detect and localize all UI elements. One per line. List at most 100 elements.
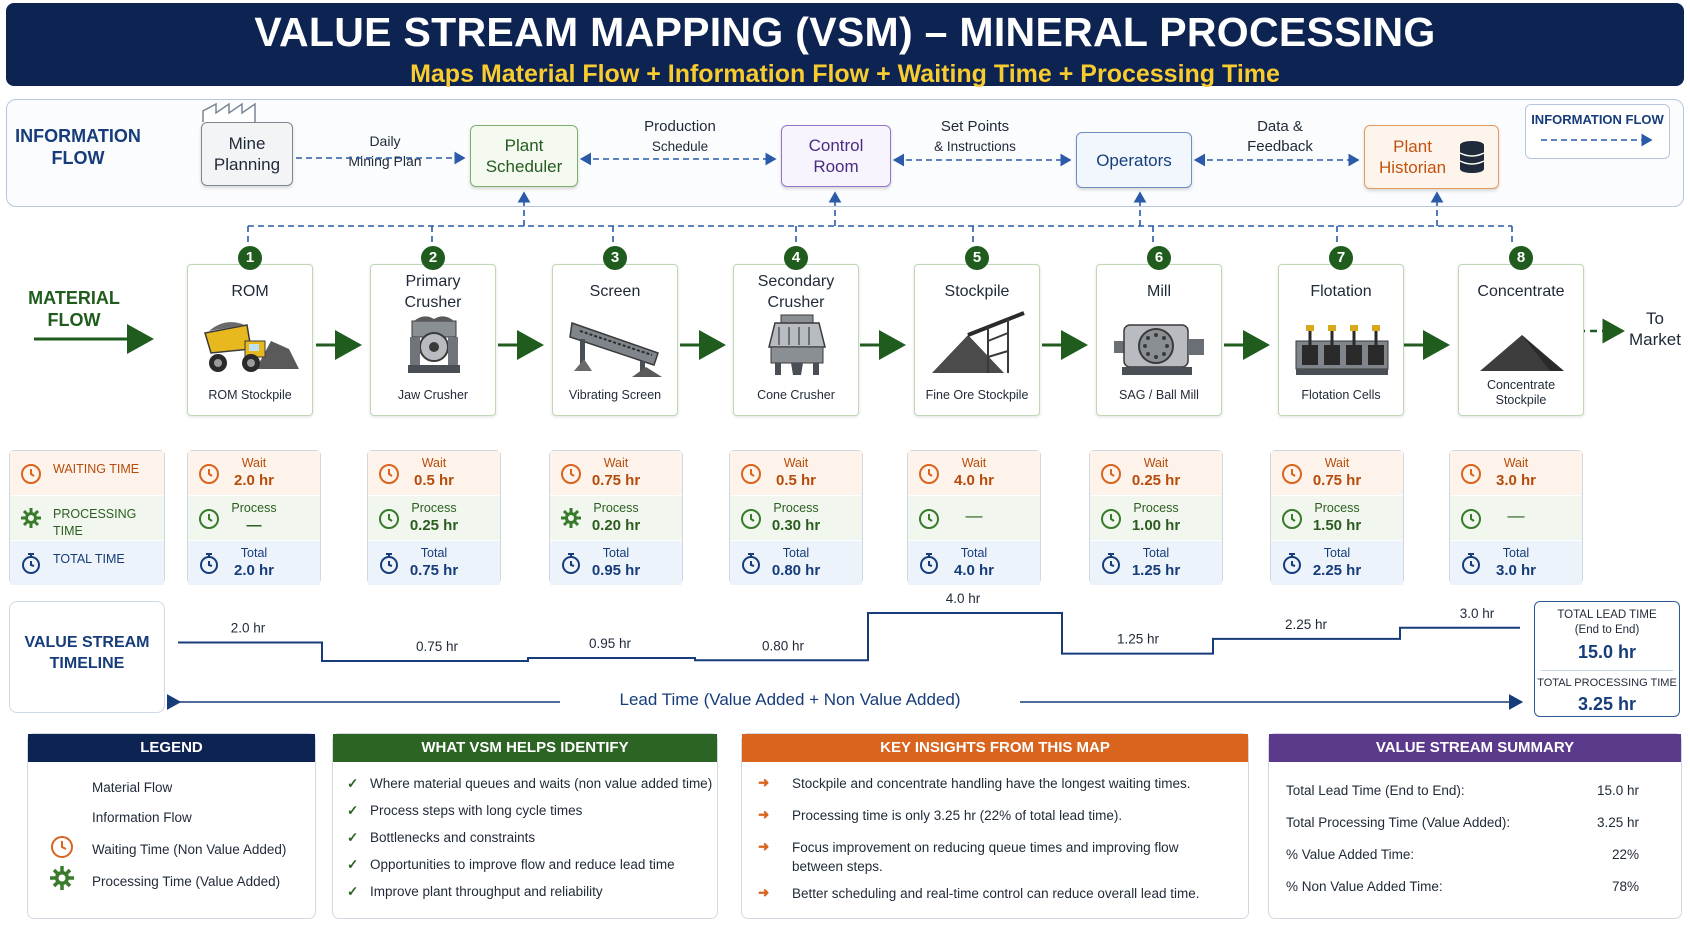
total-cell-label: Total [420,546,448,560]
gear-icon [21,508,41,528]
factory-roof-icon [202,102,256,122]
wait-cell-label: Wait [241,456,267,470]
summary-key: % Non Value Added Time: [1286,879,1443,894]
flotation-cells-icon [1295,325,1389,375]
stockpile-conveyor-icon [932,311,1025,373]
total-cell-value: 2.0 hr [233,562,275,579]
plant-scheduler-line1: Plant [504,136,544,155]
stopwatch-icon [742,553,760,574]
page-header: VALUE STREAM MAPPING (VSM) – MINERAL PRO… [6,3,1684,87]
link-label: Production [644,118,716,135]
haul-truck-icon [204,322,299,372]
clock-icon [741,464,761,484]
information-flow-legend: INFORMATION FLOW [1525,104,1670,159]
concentrate-pile-icon [1480,335,1564,371]
process-step-equipment: SAG / Ball Mill [1119,388,1199,402]
processing-time-row-label: PROCESSING TIME [10,496,164,540]
gear-icon [561,508,581,528]
wait-cell-label: Wait [603,456,629,470]
step-number-badge: 6 [1147,246,1171,270]
clock-icon [1101,509,1121,529]
value-stream-summary-panel: VALUE STREAM SUMMARY Total Lead Time (En… [1268,733,1682,919]
clock-icon [1282,464,1302,484]
step-number-badge: 2 [421,246,445,270]
mine-planning-line2: Planning [213,155,281,174]
database-icon [1459,141,1485,173]
clock-icon [379,464,399,484]
wait-cell-value: 0.5 hr [413,472,455,489]
process-cell-value: 0.30 hr [771,517,821,534]
set-points-label: Set Points& Instructions [915,117,1035,157]
clock-icon [199,464,219,484]
wait-cell-value: 0.75 hr [591,472,641,489]
identify-title: WHAT VSM HELPS IDENTIFY [333,734,717,762]
gear-icon [50,866,74,890]
to-market-label: To Market [1620,308,1690,350]
link-label: & Instructions [934,139,1016,154]
process-cell-value: 0.25 hr [409,517,459,534]
total-cell-value: 0.80 hr [771,562,821,579]
total-processing-value: 3.25 hr [1577,694,1637,714]
wait-cell-label: Wait [783,456,809,470]
waiting-time-label: WAITING TIME [53,462,140,476]
summary-value: 3.25 hr [1596,815,1639,830]
process-step-title: Mill [1147,283,1171,300]
process-cell: — [1450,496,1582,540]
total-processing-label: TOTAL PROCESSING TIME [1537,677,1677,689]
process-cell-value: 0.20 hr [591,517,641,534]
stopwatch-icon [1102,553,1120,574]
summary-title: VALUE STREAM SUMMARY [1269,734,1681,762]
process-step-equipment: Fine Ore Stockpile [925,388,1029,402]
insight-item: Stockpile and concentrate handling have … [792,776,1191,791]
total-lead-sub-label: (End to End) [1574,624,1640,636]
timeline-segment-label: 2.25 hr [1285,617,1328,632]
summary-key: Total Processing Time (Value Added): [1286,815,1511,830]
process-cell-label: Process [1133,501,1179,515]
process-step-equipment: Vibrating Screen [568,388,662,402]
totals-box: TOTAL LEAD TIME (End to End) 15.0 hr TOT… [1534,601,1680,717]
link-label: Feedback [1247,138,1313,155]
summary-key: % Value Added Time: [1286,847,1415,862]
insights-title: KEY INSIGHTS FROM THIS MAP [742,734,1248,762]
clock-icon [919,509,939,529]
timeline-label-line1: VALUE STREAM [24,634,150,651]
to-market-line1: To [1646,309,1664,328]
clock-icon [561,464,581,484]
clock-icon [1282,509,1302,529]
identify-item: Opportunities to improve flow and reduce… [370,857,675,872]
insight-item: Better scheduling and real-time control … [792,886,1200,901]
legend-material-flow: Material Flow [92,780,173,795]
timeline-segment-label: 4.0 hr [946,591,981,606]
operators-label: Operators [1096,150,1172,170]
legend-waiting-time: Waiting Time (Non Value Added) [92,842,287,857]
check-icon: ✓ [347,803,359,818]
process-cell-label: Process [231,501,277,515]
process-cell-value: — [246,517,262,534]
stopwatch-icon [22,553,40,574]
total-cell-value: 4.0 hr [953,562,995,579]
stopwatch-icon [1283,553,1301,574]
process-step-title: Flotation [1310,283,1372,300]
total-lead-label: TOTAL LEAD TIME [1557,609,1657,621]
total-cell-value: 0.95 hr [591,562,641,579]
step-number-badge: 7 [1329,246,1353,270]
clock-icon [919,464,939,484]
identify-item: Improve plant throughput and reliability [370,884,603,899]
